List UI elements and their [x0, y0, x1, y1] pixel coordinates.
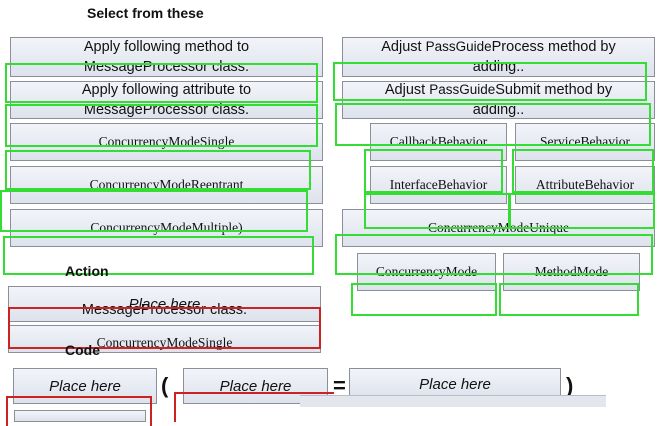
select-heading: Select from these — [87, 5, 204, 21]
code-slot-3[interactable]: Place here — [349, 368, 561, 400]
code-underline-bar — [300, 395, 606, 407]
option-concurrency-single[interactable]: ConcurrencyModeSingle — [10, 123, 323, 161]
option-line1: Adjust PassGuideSubmit method by — [384, 82, 613, 98]
option-callback-behavior[interactable]: CallbackBehavior — [370, 123, 507, 161]
close-paren: ) — [566, 373, 574, 398]
equals-sign: = — [333, 373, 346, 398]
action-dropped-text: MessageProcessor class. — [81, 302, 248, 318]
option-line2: adding.. — [472, 59, 525, 75]
option-method-mode[interactable]: MethodMode — [503, 253, 640, 291]
option-concurrency-multiple[interactable]: ConcurrencyModeMultiple) — [10, 209, 323, 247]
option-concurrency-mode[interactable]: ConcurrencyMode — [357, 253, 496, 291]
action-dropped-option[interactable]: ConcurrencyModeSingle — [8, 325, 321, 353]
code-slot-1[interactable]: Place here — [13, 368, 157, 404]
option-interface-behavior[interactable]: InterfaceBehavior — [370, 166, 507, 204]
option-concurrency-reentrant[interactable]: ConcurrencyModeReentrant — [10, 166, 323, 204]
option-line1: Adjust PassGuideProcess method by — [381, 39, 616, 55]
option-line2: MessageProcessor class. — [83, 102, 250, 118]
option-line1: Apply following method to — [83, 39, 250, 55]
option-apply-attribute[interactable]: Apply following attribute to MessageProc… — [10, 81, 323, 119]
option-line1: Apply following attribute to — [81, 82, 252, 98]
open-paren: ( — [161, 373, 169, 398]
option-line2: adding.. — [472, 102, 525, 118]
option-line2: MessageProcessor class. — [83, 59, 250, 75]
option-apply-method[interactable]: Apply following method to MessageProcess… — [10, 37, 323, 77]
option-adjust-process[interactable]: Adjust PassGuideProcess method by adding… — [342, 37, 655, 77]
code-heading: Code — [65, 342, 100, 358]
option-service-behavior[interactable]: ServiceBehavior — [515, 123, 655, 161]
code-slot-partial[interactable] — [14, 410, 146, 422]
option-concurrency-unique[interactable]: ConcurrencyModeUnique — [342, 209, 655, 247]
option-attribute-behavior[interactable]: AttributeBehavior — [515, 166, 655, 204]
option-adjust-submit[interactable]: Adjust PassGuideSubmit method by adding.… — [342, 81, 655, 119]
action-heading: Action — [65, 263, 109, 279]
